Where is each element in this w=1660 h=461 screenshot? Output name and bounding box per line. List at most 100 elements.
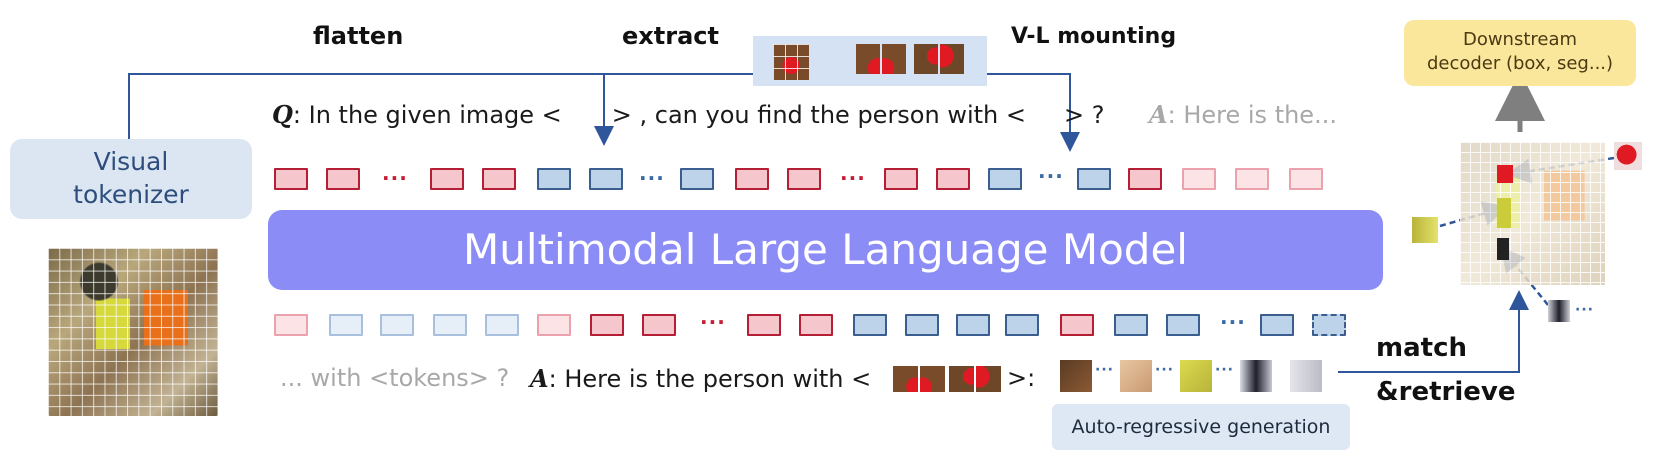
answer-prefix: ... with <tokens> ? xyxy=(280,364,510,392)
ellipsis: ··· xyxy=(1215,362,1234,378)
text-token xyxy=(787,168,821,190)
a-marker: A xyxy=(530,364,549,393)
match-retrieve-label: match &retrieve xyxy=(1376,326,1516,414)
ellipsis: ··· xyxy=(840,166,866,190)
output-text-token xyxy=(1060,314,1094,336)
patch-icon xyxy=(1120,360,1152,392)
answer-preview: A: Here is the... xyxy=(1149,100,1337,129)
text-token xyxy=(430,168,464,190)
patch-icon xyxy=(773,44,809,80)
input-echo-token xyxy=(537,314,571,336)
ellipsis: ··· xyxy=(1038,164,1064,188)
ellipsis: ··· xyxy=(382,166,408,190)
generated-patches: ··· ··· ··· xyxy=(1060,358,1330,394)
output-text-token xyxy=(747,314,781,336)
pending-token xyxy=(1289,168,1323,190)
visual-tokenizer-line-2: tokenizer xyxy=(73,180,189,209)
match-retrieve-arrow xyxy=(1338,290,1529,373)
input-image xyxy=(48,248,218,416)
patch-icon xyxy=(1290,360,1322,392)
visual-token xyxy=(988,168,1022,190)
output-visual-token xyxy=(1005,314,1039,336)
mllm-block: Multimodal Large Language Model xyxy=(268,210,1383,290)
output-text-token xyxy=(642,314,676,336)
patch-icon xyxy=(856,44,880,74)
visual-tokenizer-box: Visual tokenizer xyxy=(10,139,252,219)
highlight-patch xyxy=(1497,165,1513,183)
text-token xyxy=(884,168,918,190)
ellipsis: ··· xyxy=(1220,310,1246,334)
query-patch-yellow xyxy=(1412,217,1438,243)
match-line-2: &retrieve xyxy=(1376,377,1516,407)
vl-mounting-label: V-L mounting xyxy=(1011,24,1177,49)
retrieved-image xyxy=(1460,142,1605,285)
text-token xyxy=(274,168,308,190)
text-token xyxy=(326,168,360,190)
extract-label: extract xyxy=(622,22,719,50)
text-token xyxy=(482,168,516,190)
pending-token xyxy=(1235,168,1269,190)
text-token xyxy=(735,168,769,190)
input-echo-token xyxy=(380,314,414,336)
extract-box xyxy=(753,36,987,86)
decoder-line-1: Downstream xyxy=(1462,29,1578,50)
ellipsis: ··· xyxy=(639,166,665,190)
auto-regressive-label: Auto-regressive generation xyxy=(1052,404,1350,450)
patch-icon xyxy=(1180,360,1212,392)
output-text-token xyxy=(799,314,833,336)
query-patch-red xyxy=(1614,142,1642,170)
visual-token xyxy=(1077,168,1111,190)
visual-token xyxy=(589,168,623,190)
query-patch-dark xyxy=(1548,300,1570,322)
patch-icon xyxy=(882,44,906,74)
question-line: Q: In the given image < > , can you find … xyxy=(272,100,1104,129)
patch-icon xyxy=(920,366,945,392)
vl-mounting-arrow xyxy=(987,73,1080,152)
ellipsis: ··· xyxy=(700,310,726,334)
input-echo-token xyxy=(485,314,519,336)
input-echo-token xyxy=(433,314,467,336)
output-text-token xyxy=(590,314,624,336)
decoder-line-2: decoder (box, seg...) xyxy=(1426,53,1614,74)
ellipsis: ··· xyxy=(1095,362,1114,378)
ellipsis: ··· xyxy=(1155,362,1174,378)
flatten-label: flatten xyxy=(313,22,404,50)
patch-icon xyxy=(914,44,938,74)
match-line-1: match xyxy=(1376,333,1467,363)
q-marker: Q xyxy=(272,100,293,129)
question-part-3: > ? xyxy=(1064,101,1105,129)
highlight-patch xyxy=(1497,198,1511,228)
answer-patches xyxy=(893,364,1003,394)
next-visual-token xyxy=(1312,314,1346,336)
visual-token xyxy=(537,168,571,190)
answer-text: : Here is the person with < xyxy=(548,365,872,393)
patch-icon xyxy=(976,366,1001,392)
output-visual-token xyxy=(905,314,939,336)
pending-token xyxy=(1182,168,1216,190)
output-visual-token xyxy=(956,314,990,336)
answer-line: A: Here is the person with < xyxy=(530,364,871,393)
output-visual-token xyxy=(1166,314,1200,336)
output-visual-token xyxy=(1260,314,1294,336)
question-part-2: > , can you find the person with < xyxy=(611,101,1026,129)
visual-tokenizer-line-1: Visual xyxy=(93,147,169,176)
text-token xyxy=(936,168,970,190)
text-token xyxy=(1128,168,1162,190)
highlight-patch xyxy=(1497,238,1509,260)
decoder-box: Downstream decoder (box, seg...) xyxy=(1404,20,1636,86)
visual-token xyxy=(680,168,714,190)
question-part-1: : In the given image < xyxy=(292,101,562,129)
answer-close: >: xyxy=(1007,364,1036,392)
input-echo-token xyxy=(274,314,308,336)
output-visual-token xyxy=(853,314,887,336)
patch-icon xyxy=(1240,360,1272,392)
answer-preview-text: : Here is the... xyxy=(1167,101,1337,129)
patch-icon xyxy=(949,366,974,392)
flatten-arrow xyxy=(128,73,753,139)
a-marker-preview: A xyxy=(1149,100,1168,129)
patch-icon xyxy=(893,366,918,392)
output-visual-token xyxy=(1114,314,1148,336)
ellipsis: ··· xyxy=(1575,302,1594,318)
patch-icon xyxy=(940,44,964,74)
patch-icon xyxy=(1060,360,1092,392)
